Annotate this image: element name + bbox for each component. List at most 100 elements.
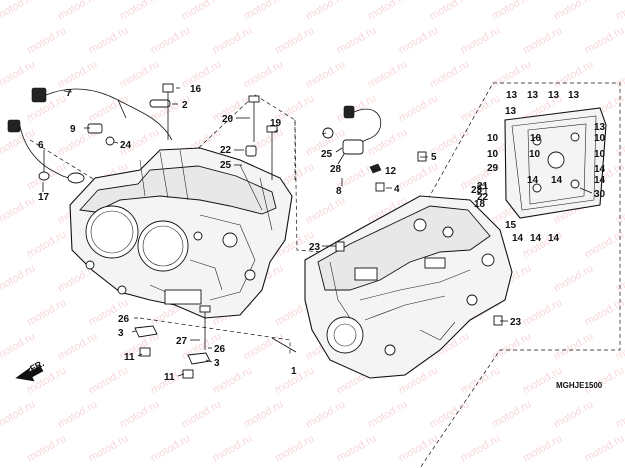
watermark-text: motod.ru (149, 432, 193, 464)
watermark-text: motod.ru (149, 24, 193, 56)
watermark-text: motod.ru (211, 24, 255, 56)
callout-21: 21 (477, 181, 489, 192)
watermark-text: motod.ru (242, 398, 286, 430)
callout-5: 5 (431, 152, 437, 163)
watermark-text: motod.ru (397, 92, 441, 124)
watermark-text: motod.ru (0, 398, 37, 430)
watermark-text: motod.ru (490, 398, 534, 430)
callout-25: 25 (220, 160, 232, 171)
upper-crankcase (69, 147, 293, 319)
callout-14e: 14 (512, 233, 524, 244)
watermark-text: motod.ru (428, 398, 472, 430)
callout-9: 9 (70, 124, 76, 135)
callout-4: 4 (394, 184, 400, 195)
callout-23c: 23 (510, 317, 522, 328)
watermark-text: motod.ru (521, 24, 565, 56)
callout-2: 2 (182, 100, 188, 111)
sensor-harness-right (322, 105, 382, 174)
watermark-text: motod.ru (180, 398, 224, 430)
callout-13c: 13 (548, 90, 560, 101)
callout-11b: 11 (164, 372, 175, 383)
callout-23: 23 (471, 185, 483, 196)
watermark-text: motod.ru (366, 398, 410, 430)
watermark-text: motod.ru (397, 24, 441, 56)
callout-14f: 14 (530, 233, 542, 244)
diagram-code: MGHJE1500 (556, 381, 603, 390)
callout-1: 1 (291, 366, 297, 377)
watermark-text: motod.ru (583, 24, 625, 56)
callout-13f: 13 (594, 122, 606, 133)
oil-pan-cover (504, 107, 607, 219)
watermark-text: motod.ru (614, 330, 625, 362)
watermark-text: motod.ru (614, 398, 625, 430)
callout-18: 18 (474, 199, 486, 210)
callout-16: 16 (190, 84, 202, 95)
watermark-text: motod.ru (0, 194, 37, 226)
watermark-text: motod.ru (397, 160, 441, 192)
watermark-text: motod.ru (366, 126, 410, 158)
watermark-text: motod.ru (118, 398, 162, 430)
watermark-text: motod.ru (397, 432, 441, 464)
watermark-text: motod.ru (583, 228, 625, 260)
callout-22: 22 (220, 145, 232, 156)
fasteners (134, 95, 503, 379)
callout-13e: 13 (505, 106, 517, 117)
watermark-text: motod.ru (614, 58, 625, 90)
watermark-text: motod.ru (552, 262, 596, 294)
watermark-text: motod.ru (211, 432, 255, 464)
watermark-text: motod.ru (0, 58, 37, 90)
watermark-text: motod.ru (552, 330, 596, 362)
watermark-text: motod.ru (459, 24, 503, 56)
watermark-text: motod.ru (87, 364, 131, 396)
watermark-text: motod.ru (490, 330, 534, 362)
callout-14d: 14 (594, 175, 606, 186)
callout-30: 30 (594, 189, 606, 200)
watermark-text: motod.ru (180, 0, 224, 23)
watermark-text: motod.ru (428, 0, 472, 23)
watermark-text: motod.ru (335, 432, 379, 464)
watermark-text: motod.ru (552, 0, 596, 23)
front-arrow-icon (15, 365, 44, 382)
callout-24: 24 (120, 140, 132, 151)
callout-14a: 14 (594, 164, 606, 175)
watermark-text: motod.ru (118, 58, 162, 90)
watermark-text: motod.ru (304, 58, 348, 90)
watermark-text: motod.ru (552, 58, 596, 90)
watermark-text: motod.ru (25, 296, 69, 328)
watermark-text: motod.ru (490, 58, 534, 90)
callout-26: 26 (118, 314, 130, 325)
watermark-text: motod.ru (614, 0, 625, 23)
callout-14c: 14 (551, 175, 563, 186)
callout-10e: 10 (529, 149, 541, 160)
callout-13a: 13 (506, 90, 518, 101)
callout-20: 20 (222, 114, 234, 125)
front-direction-indicator: FR. (15, 358, 46, 382)
watermark-text: motod.ru (25, 432, 69, 464)
callout-14g: 14 (548, 233, 560, 244)
watermark-text: motod.ru (614, 194, 625, 226)
callout-3: 3 (118, 328, 124, 339)
leader-lines (42, 87, 593, 377)
watermark-text: motod.ru (56, 398, 100, 430)
callout-11: 11 (124, 352, 135, 363)
callout-10a: 10 (487, 133, 499, 144)
callout-10f: 10 (594, 149, 606, 160)
callout-17: 17 (38, 192, 50, 203)
callout-12: 12 (385, 166, 397, 177)
callout-3b: 3 (214, 358, 220, 369)
watermark-text: motod.ru (459, 364, 503, 396)
watermark-text: motod.ru (366, 0, 410, 23)
watermark-text: motod.ru (242, 58, 286, 90)
watermark-text: motod.ru (304, 0, 348, 23)
callout-27: 27 (176, 336, 188, 347)
callout-10d: 10 (487, 149, 499, 160)
watermark-text: motod.ru (242, 0, 286, 23)
watermark-text: motod.ru (0, 0, 37, 23)
callout-labels: 16 2 7 9 24 6 17 20 19 22 25 26 3 27 26 … (38, 84, 606, 383)
watermark-text: motod.ru (273, 432, 317, 464)
watermark-text: motod.ru (583, 296, 625, 328)
callout-8: 8 (336, 186, 342, 197)
callout-19: 19 (270, 118, 282, 129)
watermark-text: motod.ru (25, 92, 69, 124)
callout-29: 29 (487, 163, 499, 174)
